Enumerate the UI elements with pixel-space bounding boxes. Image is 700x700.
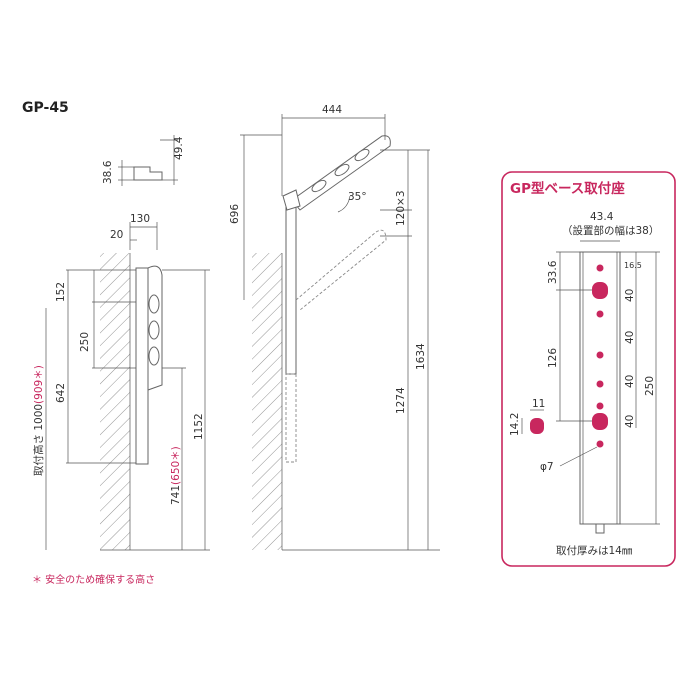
dim-642: 642 bbox=[55, 383, 67, 403]
slot-2 bbox=[592, 413, 608, 430]
wall-hatch-2 bbox=[252, 253, 282, 550]
dim-40-b: 40 bbox=[624, 331, 636, 344]
wall-hatch bbox=[100, 253, 130, 550]
mounting-thickness: 取付厚みは14㎜ bbox=[556, 544, 633, 557]
hole-2 bbox=[596, 310, 604, 318]
hole-4 bbox=[596, 380, 604, 388]
dim-40-a: 40 bbox=[624, 289, 636, 302]
dim-33-6: 33.6 bbox=[547, 260, 559, 284]
dim-1152: 1152 bbox=[193, 413, 205, 440]
hole-1 bbox=[596, 264, 604, 272]
base-width-note: （設置部の幅は38） bbox=[562, 224, 659, 237]
hole-5 bbox=[596, 402, 604, 410]
hole-6 bbox=[596, 440, 604, 448]
dim-120x3: 120×3 bbox=[395, 190, 407, 226]
dim-1634: 1634 bbox=[415, 343, 427, 370]
dim-250-base: 250 bbox=[644, 376, 656, 396]
hole-diameter: φ7 bbox=[540, 461, 554, 473]
safety-note: ＊ 安全のため確保する高さ bbox=[32, 573, 155, 586]
dim-40-d: 40 bbox=[624, 415, 636, 428]
base-title: GP型ベース取付座 bbox=[510, 180, 625, 197]
dim-696: 696 bbox=[229, 204, 241, 224]
side-view: 130 20 152 250 642 取付高さ 1000(909＊) 1152 … bbox=[32, 213, 210, 551]
dim-126: 126 bbox=[547, 348, 559, 368]
dim-14-2: 14.2 bbox=[509, 413, 521, 436]
hole-3 bbox=[596, 351, 604, 359]
base-width: 43.4 bbox=[590, 211, 614, 223]
front-view: 444 696 35° 120×3 1274 1634 bbox=[229, 104, 440, 551]
model-title: GP-45 bbox=[22, 100, 69, 116]
dim-49-4: 49.4 bbox=[173, 136, 185, 160]
dim-16-5: 16.5 bbox=[624, 261, 642, 270]
side-post bbox=[135, 267, 149, 465]
bracket-detail: 38.6 49.4 bbox=[102, 135, 185, 186]
dim-250: 250 bbox=[79, 332, 91, 352]
mounting-height: 取付高さ 1000(909＊) bbox=[32, 365, 45, 476]
dim-444: 444 bbox=[322, 104, 342, 116]
slot-detail bbox=[530, 418, 544, 434]
slot-1 bbox=[592, 282, 608, 299]
dim-1274: 1274 bbox=[395, 387, 407, 414]
dim-38-6: 38.6 bbox=[102, 160, 114, 184]
floor-clearance: 741(650＊) bbox=[170, 446, 182, 505]
dim-20: 20 bbox=[110, 229, 123, 241]
dim-130: 130 bbox=[130, 213, 150, 225]
dim-11: 11 bbox=[532, 398, 545, 410]
base-plate-panel: GP型ベース取付座 43.4 （設置部の幅は38） 16.5 40 40 40 … bbox=[501, 171, 676, 567]
front-post bbox=[285, 199, 297, 375]
angle-35: 35° bbox=[348, 191, 367, 203]
dim-152: 152 bbox=[55, 282, 67, 302]
dim-40-c: 40 bbox=[624, 375, 636, 388]
